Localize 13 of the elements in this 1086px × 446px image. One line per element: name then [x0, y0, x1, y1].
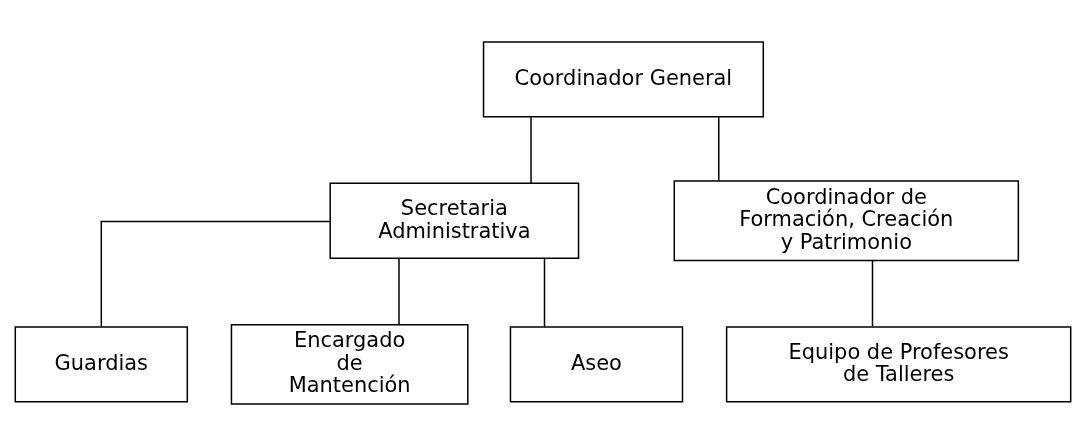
- node-box: Coordinador de Formación, Creación y Patrimonio: [673, 180, 1020, 262]
- node-box: Guardias: [14, 326, 189, 403]
- connector: [543, 257, 546, 328]
- node-box: Secretaria Administrativa: [329, 182, 580, 259]
- connector: [100, 220, 331, 328]
- connector: [398, 257, 400, 326]
- node-box: Coordinador General: [482, 41, 765, 118]
- node-box: Aseo: [509, 326, 684, 403]
- connector: [718, 116, 720, 182]
- node-box: Encargado de Mantención: [230, 324, 469, 405]
- node-box: Equipo de Profesores de Talleres: [725, 326, 1072, 403]
- connector: [871, 260, 874, 328]
- connector: [530, 116, 532, 184]
